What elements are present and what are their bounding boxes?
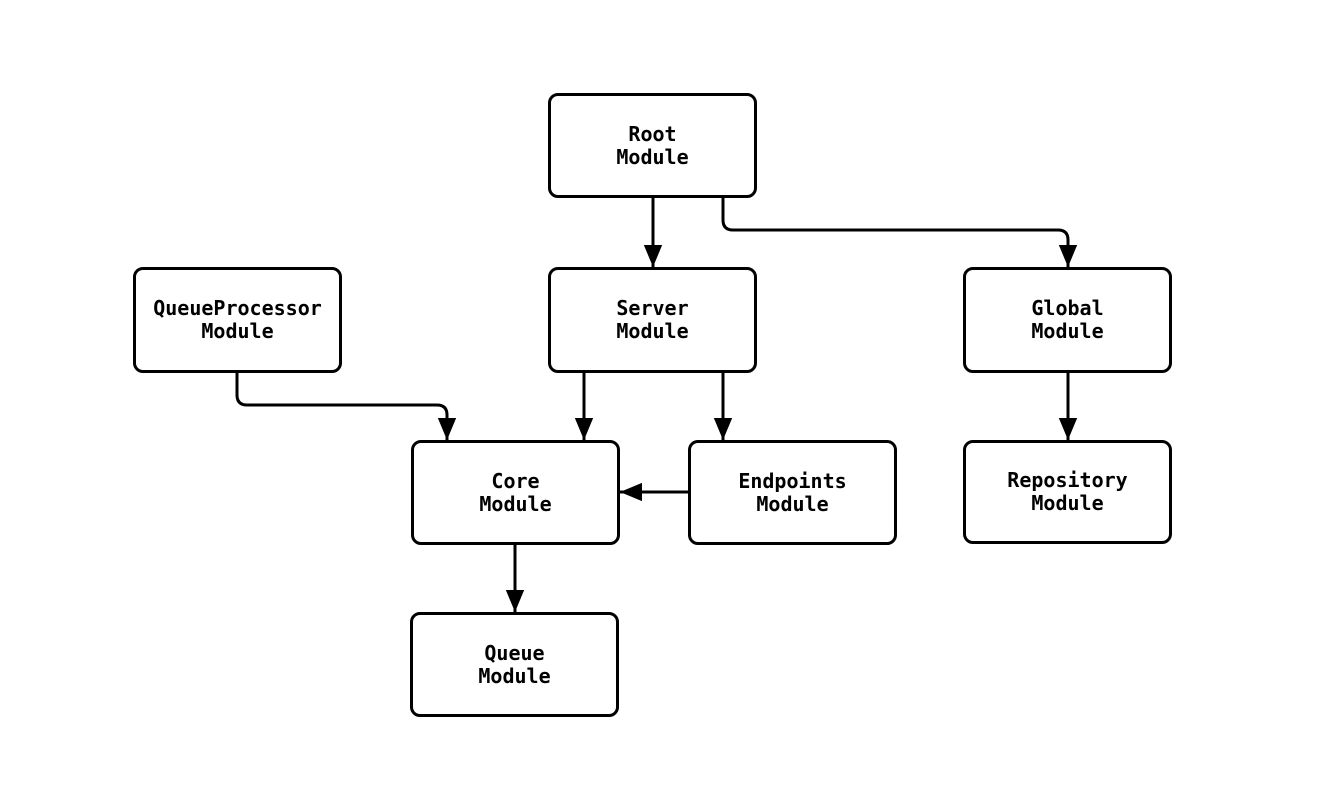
- node-label: Endpoints Module: [738, 468, 847, 516]
- node-root-module: Root Module: [548, 93, 757, 198]
- node-queueprocessor-module: QueueProcessor Module: [133, 267, 342, 373]
- node-core-module: Core Module: [411, 440, 620, 545]
- node-label: Core Module: [479, 468, 552, 516]
- node-label: Root Module: [616, 121, 689, 169]
- node-queue-module: Queue Module: [410, 612, 619, 717]
- node-global-module: Global Module: [963, 267, 1172, 373]
- node-repository-module: Repository Module: [963, 440, 1172, 544]
- edge-queueprocessor-to-core: [235, 373, 457, 440]
- node-label: Server Module: [616, 296, 689, 343]
- node-server-module: Server Module: [548, 267, 757, 373]
- node-endpoints-module: Endpoints Module: [688, 440, 897, 545]
- edge-root-to-global: [721, 198, 1078, 267]
- node-label: QueueProcessor Module: [153, 296, 322, 343]
- node-label: Repository Module: [1007, 468, 1128, 515]
- node-label: Queue Module: [478, 640, 551, 688]
- node-label: Global Module: [1031, 296, 1104, 343]
